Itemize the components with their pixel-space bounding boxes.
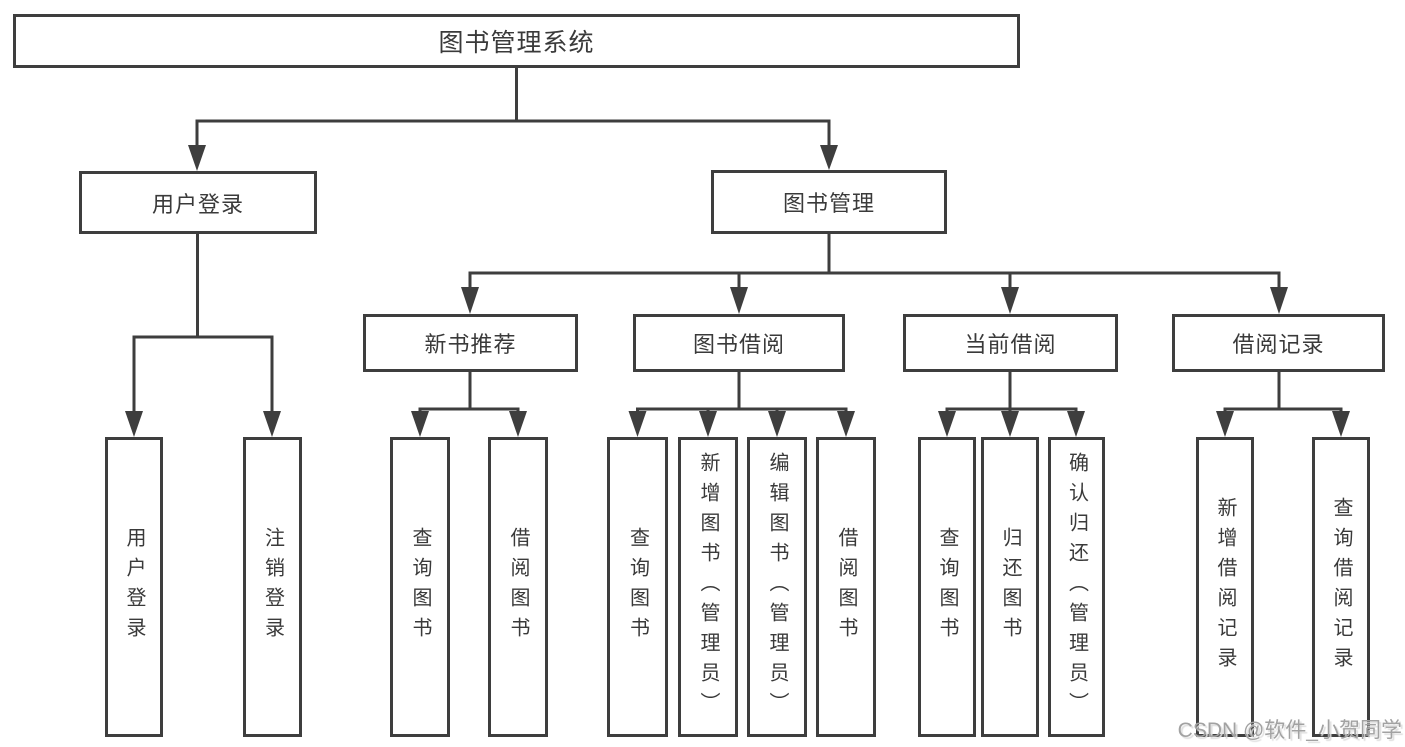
node-borrow-record: 借阅记录: [1172, 314, 1385, 372]
node-leaf-edit-book-admin: 编辑图书（管理员）: [747, 437, 807, 737]
node-leaf-borrow-book-1: 借阅图书: [488, 437, 548, 737]
watermark-text: CSDN @软件_小贺同学: [1177, 719, 1402, 742]
node-leaf-query-book-2: 查询图书: [607, 437, 668, 737]
node-root: 图书管理系统: [13, 14, 1020, 68]
node-leaf-add-book-admin: 新增图书（管理员）: [678, 437, 738, 737]
node-leaf-borrow-book-2: 借阅图书: [816, 437, 876, 737]
node-current-borrow: 当前借阅: [903, 314, 1118, 372]
node-book-borrow: 图书借阅: [633, 314, 845, 372]
node-leaf-return-book: 归还图书: [981, 437, 1039, 737]
node-leaf-query-book-3: 查询图书: [918, 437, 976, 737]
node-user-login: 用户登录: [79, 171, 317, 234]
node-leaf-query-book-1: 查询图书: [390, 437, 450, 737]
node-leaf-user-login: 用户登录: [105, 437, 163, 737]
node-leaf-add-borrow-record: 新增借阅记录: [1196, 437, 1254, 737]
node-leaf-query-borrow-record: 查询借阅记录: [1312, 437, 1370, 737]
node-leaf-confirm-return-admin: 确认归还（管理员）: [1048, 437, 1105, 737]
node-leaf-logout: 注销登录: [243, 437, 302, 737]
node-new-book-recommend: 新书推荐: [363, 314, 578, 372]
node-book-management: 图书管理: [711, 170, 947, 234]
